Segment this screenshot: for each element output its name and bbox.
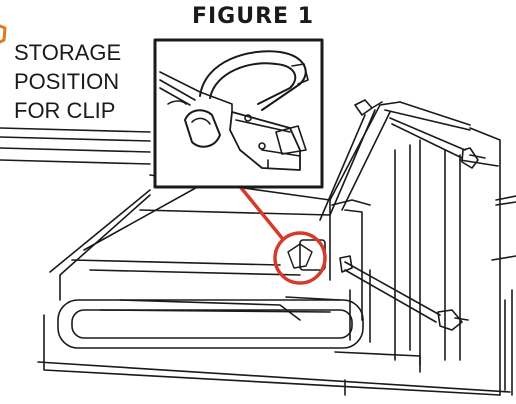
callout-line-3: FOR CLIP [14, 98, 116, 123]
tension-strap-upper [389, 117, 486, 169]
tension-strap-lower [339, 255, 469, 331]
highlight-circle [273, 231, 327, 285]
truck-bed-frame [0, 127, 516, 396]
callout-line-2: POSITION [14, 69, 120, 94]
callout-line-1: STORAGE [14, 40, 122, 65]
tonneau-cover [71, 101, 471, 366]
callout-label: STORAGE POSITION FOR CLIP [14, 38, 154, 125]
rolled-cover [57, 199, 371, 349]
figure-title: FIGURE 1 [191, 4, 315, 29]
detail-inset [153, 38, 324, 189]
accent-mark [0, 24, 7, 44]
